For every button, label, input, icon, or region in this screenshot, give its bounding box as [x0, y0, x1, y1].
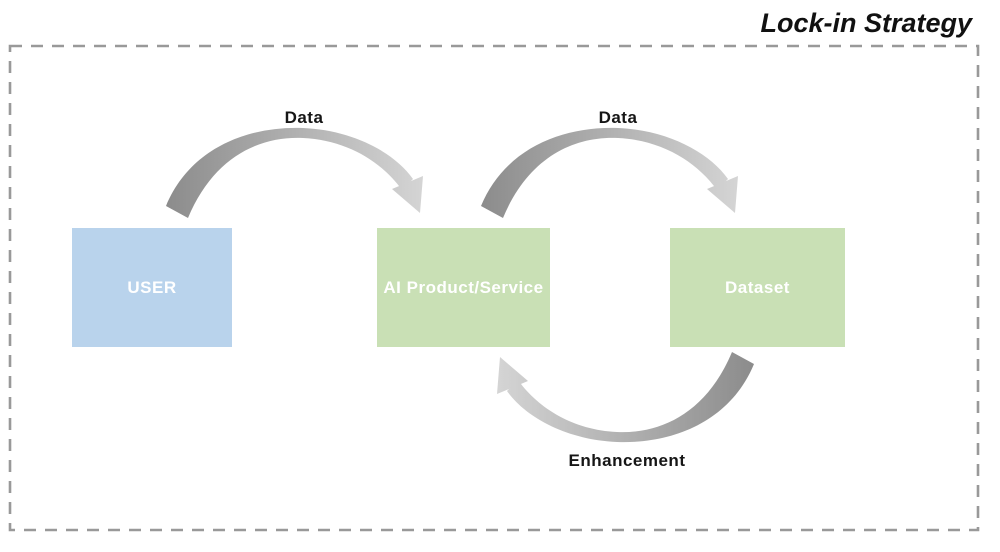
node-ai-product-service: AI Product/Service: [377, 228, 550, 347]
edge-label-data-user-to-product: Data: [284, 108, 324, 127]
page-title: Lock-in Strategy: [760, 8, 972, 38]
node-user-label: USER: [127, 277, 177, 297]
dashed-frame-border: [8, 44, 980, 532]
node-dataset: Dataset: [670, 228, 845, 347]
node-user: USER: [72, 228, 232, 347]
curved-arrow-dataset-to-product-icon: [497, 352, 754, 443]
node-dataset-label: Dataset: [725, 277, 790, 297]
edge-label-data-product-to-dataset: Data: [598, 108, 638, 127]
curved-arrow-user-to-product-icon: [166, 127, 423, 218]
node-ai-product-service-label: AI Product/Service: [383, 277, 544, 297]
curved-arrow-product-to-dataset-icon: [481, 127, 738, 218]
edge-label-enhancement: Enhancement: [568, 451, 686, 470]
